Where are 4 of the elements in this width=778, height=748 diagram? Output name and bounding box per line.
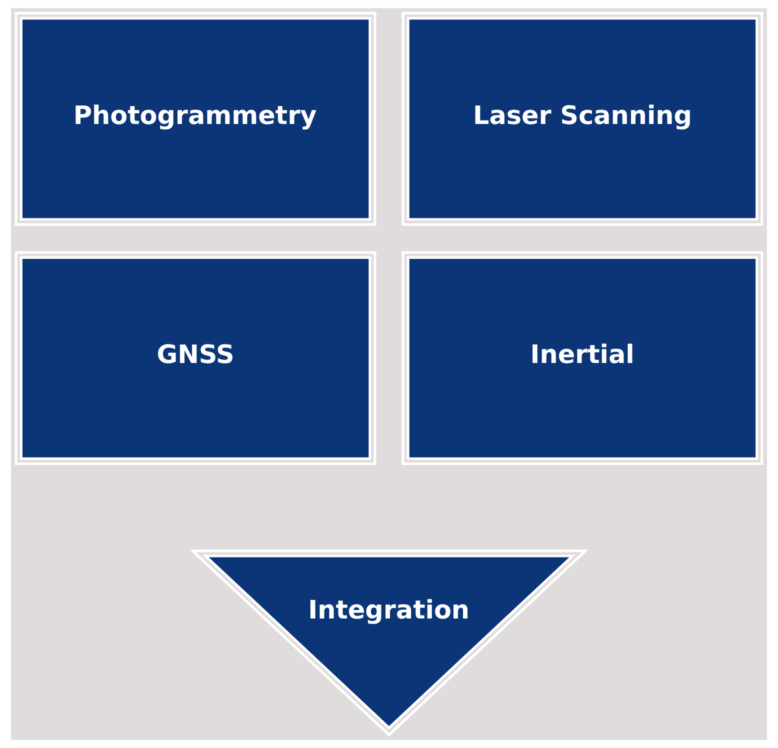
node-box: GNSS: [14, 251, 376, 466]
node-box: Photogrammetry: [14, 12, 376, 226]
node-box: Inertial: [402, 251, 764, 466]
node-box: Laser Scanning: [402, 12, 764, 226]
